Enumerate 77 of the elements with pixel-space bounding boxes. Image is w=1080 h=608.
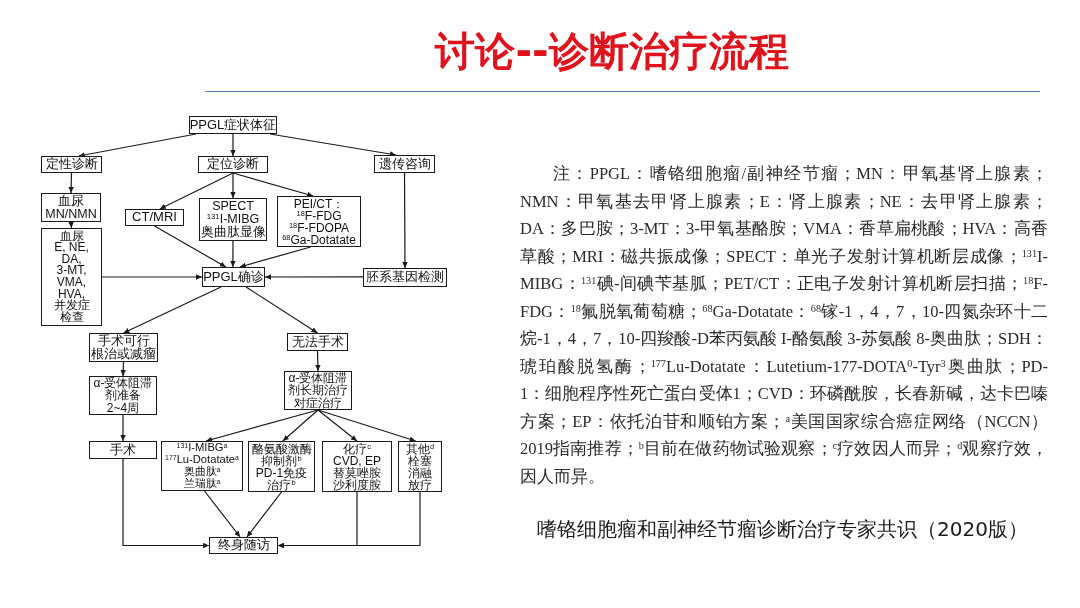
step-box: 终身随访 xyxy=(209,537,278,554)
flow-arrow xyxy=(122,286,222,334)
step-text: 兰瑞肽$^{a}$ xyxy=(183,477,221,490)
flow-arrow xyxy=(205,409,319,442)
flow-arrow xyxy=(402,172,408,269)
flow-arrow xyxy=(317,409,358,442)
flow-arrow xyxy=(282,409,319,442)
flow-arrow xyxy=(153,225,227,268)
flow-arrow xyxy=(78,133,197,158)
step-text: α-受体阻滞剂长期治疗 xyxy=(287,372,349,397)
step-box xyxy=(398,441,442,492)
flow-arrow xyxy=(264,274,364,280)
step-box: 血尿 MN/NMN xyxy=(41,193,101,222)
flow-arrow xyxy=(68,172,74,194)
step-text: PD-1免疫治疗$^{b}$ xyxy=(254,466,309,491)
step-text: $^{131}$I-MIBG$^{a}$ xyxy=(176,442,228,455)
step-box: 定性诊断 xyxy=(41,156,102,173)
flow-arrow xyxy=(68,221,74,229)
step-text: α-受体阻滞剂准备 xyxy=(92,377,154,402)
flow-arrow xyxy=(232,172,314,197)
step-text: 根治或减瘤 xyxy=(91,347,156,361)
step-box xyxy=(89,376,157,415)
step-text: 对症治疗 xyxy=(294,396,342,409)
step-box: PPGL症状体征 xyxy=(189,116,277,134)
flow-arrow xyxy=(315,350,321,372)
step-box xyxy=(284,371,352,410)
step-text: SPECT xyxy=(212,200,254,213)
flow-arrow xyxy=(122,458,210,549)
step-box xyxy=(199,198,267,241)
step-text: 奥曲肽显像 xyxy=(200,226,266,239)
flow-arrow xyxy=(230,240,236,268)
flow-arrow xyxy=(245,286,319,334)
step-text: $^{177}$Lu-Dotatate$^{a}$ xyxy=(165,454,239,466)
step-text: $^{18}$F-FDG xyxy=(296,209,342,222)
step-text: 放疗 xyxy=(408,478,432,491)
step-text: $^{68}$Ga-Dotatate xyxy=(282,233,356,246)
step-box xyxy=(277,196,361,247)
step-box xyxy=(322,441,392,492)
step-box: 遗传咨询 xyxy=(374,155,435,173)
step-text: $^{131}$I-MIBG xyxy=(206,213,260,226)
flow-arrow xyxy=(230,172,236,199)
step-text: 沙利度胺 xyxy=(333,478,381,491)
step-box xyxy=(161,441,243,491)
step-text: 其他$^{d}$ xyxy=(405,442,435,455)
step-text: 栓塞 xyxy=(408,454,432,467)
flow-arrow xyxy=(230,133,236,157)
step-text: 化疗$^{c}$ xyxy=(343,442,371,455)
step-box: 手术 xyxy=(89,441,157,459)
flow-arrow xyxy=(246,491,283,538)
step-box: 无法手术 xyxy=(287,333,348,351)
step-box: 胚系基因检测 xyxy=(363,268,447,287)
step-box: PPGL确诊 xyxy=(202,267,265,287)
caption-text: 嗜铬细胞瘤和副神经节瘤诊断治疗专家共识（2020版） xyxy=(537,516,1028,542)
flow-arrow xyxy=(269,133,397,157)
step-text: 奥曲肽$^{a}$ xyxy=(183,466,221,477)
flow-arrow xyxy=(203,490,241,538)
flow-arrow xyxy=(120,414,126,442)
flow-arrow xyxy=(277,491,421,549)
step-text: 2~4周 xyxy=(106,401,140,414)
flow-arrow xyxy=(159,172,234,210)
step-text: 酪氨酸激酶抑制剂$^{b}$ xyxy=(250,442,313,467)
flow-arrow xyxy=(101,274,203,280)
step-box: 定位诊断 xyxy=(198,156,268,173)
step-text: 替莫唑胺 xyxy=(333,466,381,479)
step-text: CVD, EP xyxy=(333,454,381,467)
note-paragraph: 注：PPGL：嗜铬细胞瘤/副神经节瘤；MN：甲氧基肾上腺素；NMN：甲氧基去甲肾上腺素；E：肾上腺素；NE：去甲肾上腺素；DA：多巴胺；3-MT：3-甲氧基酪胺；VMA：香草扁桃酸；HVA：高香草酸；MRI：磁共振成像；SPECT：单光子发射计算机断层成像；$^{131}$I-MIBG：$^{131}$碘-间碘苄基胍；PET/CT：正电子发射计算机断层扫描；$^{18}$F-FDG：$^{18}$氟脱氧葡萄糖；$^{68}$Ga-Dotatate：$^{68}$镓-1，4，7，10-四氮杂环十二烷-1，4，7，10-四羧酸-D苯丙氨酸 I-酪氨酸 3-苏氨酸 8-奥曲肽；SDH：琥珀酸脱氢酶；$^{177}$Lu-Dotatate：Lutetium-177-DOTA$^{0}$-Tyr$^{3}$奥曲肽；PD-1：细胞程序性死亡蛋白受体1；CVD：环磷酰胺，长春新碱，达卡巴嗪方案；EP：依托泊苷和顺铂方案；$^{a}$美国国家综合癌症网络（NCCN）2019指南推荐；$^{b}$目前在做药物试验观察；$^{c}$疗效因人而异；$^{d}$观察疗效，因人而异。 xyxy=(520,163,1048,488)
step-box: 血尿 E, NE, DA, 3-MT, VMA, HVA, 并发症检查 xyxy=(41,228,102,326)
flow-arrow xyxy=(317,409,417,442)
step-box xyxy=(248,441,315,492)
step-box xyxy=(89,333,158,362)
step-text: PEI/CT： xyxy=(293,197,345,210)
step-text: $^{18}$F-FDOPA xyxy=(288,221,350,234)
slide-title: 讨论--诊断治疗流程 xyxy=(435,27,789,75)
flow-arrow xyxy=(239,246,312,268)
step-box: CT/MRI xyxy=(125,209,184,226)
step-text: 消融 xyxy=(408,466,432,479)
flow-arrow xyxy=(120,361,126,377)
